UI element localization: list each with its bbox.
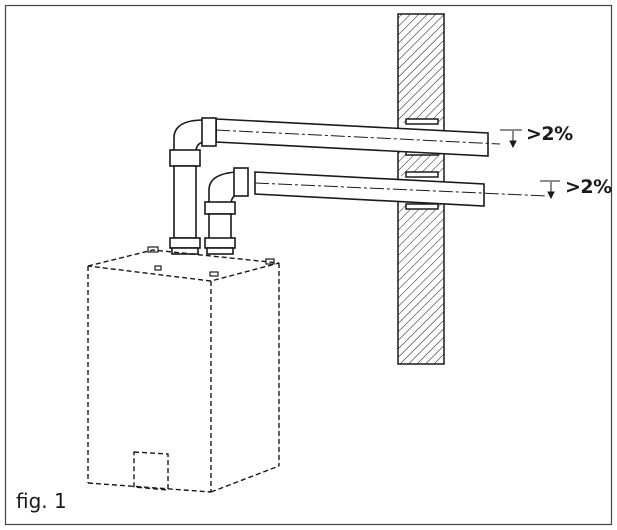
boiler-outline (87, 249, 280, 493)
lower-flue-pipe (254, 171, 549, 207)
lower-elbow (204, 167, 249, 255)
slope-label-lower: >2% (565, 176, 612, 198)
figure-frame (4, 4, 613, 526)
figure-caption: fig. 1 (16, 489, 67, 513)
upper-flue-pipe (215, 118, 501, 157)
slope-indicator-upper (500, 129, 522, 149)
slope-indicator-lower (540, 180, 560, 200)
slope-label-upper: >2% (526, 123, 573, 145)
upper-elbow (169, 117, 217, 255)
boiler-top-details (147, 246, 275, 277)
